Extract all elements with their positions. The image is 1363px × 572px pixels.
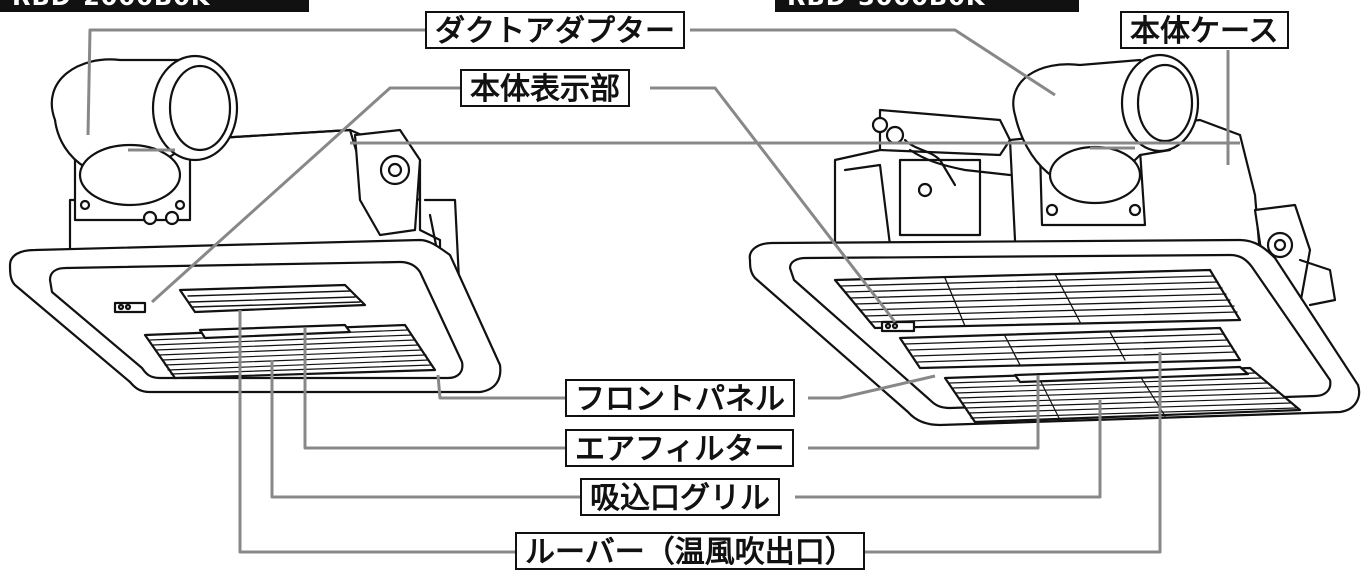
leader-duct-adapter-right [690, 28, 1056, 97]
label-air-filter: エアフィルター [565, 429, 795, 467]
leader-louver-left [238, 310, 515, 554]
leader-air-filter-right [808, 375, 1040, 450]
model-tag-right: RBD-3000B0K [775, 0, 1079, 12]
leader-front-panel-right [808, 374, 936, 400]
model-tag-left: RBD-2000B0K [0, 0, 309, 12]
leader-body-display-right [650, 86, 897, 323]
label-body-display: 本体表示部 [460, 69, 630, 107]
label-duct-adapter: ダクトアダプター [425, 11, 685, 49]
leader-body-display-left [150, 86, 460, 304]
leader-lines [86, 28, 1240, 554]
right-rear-grille [833, 268, 1242, 330]
label-intake-grille: 吸込口グリル [580, 478, 780, 516]
leader-duct-adapter-left [86, 28, 425, 136]
leader-air-filter-left [303, 328, 565, 450]
label-body-case: 本体ケース [1120, 11, 1289, 49]
leader-intake-grille-left [270, 360, 580, 499]
label-louver: ルーバー（温風吹出口） [515, 532, 865, 570]
leader-intake-grille-right [795, 400, 1102, 499]
left-louver [178, 283, 367, 314]
leader-louver-right [865, 352, 1162, 554]
leader-front-panel-left [436, 374, 565, 400]
right-unit [748, 53, 1361, 427]
label-front-panel: フロントパネル [565, 379, 795, 417]
left-unit [8, 54, 502, 394]
right-louver [898, 326, 1242, 370]
